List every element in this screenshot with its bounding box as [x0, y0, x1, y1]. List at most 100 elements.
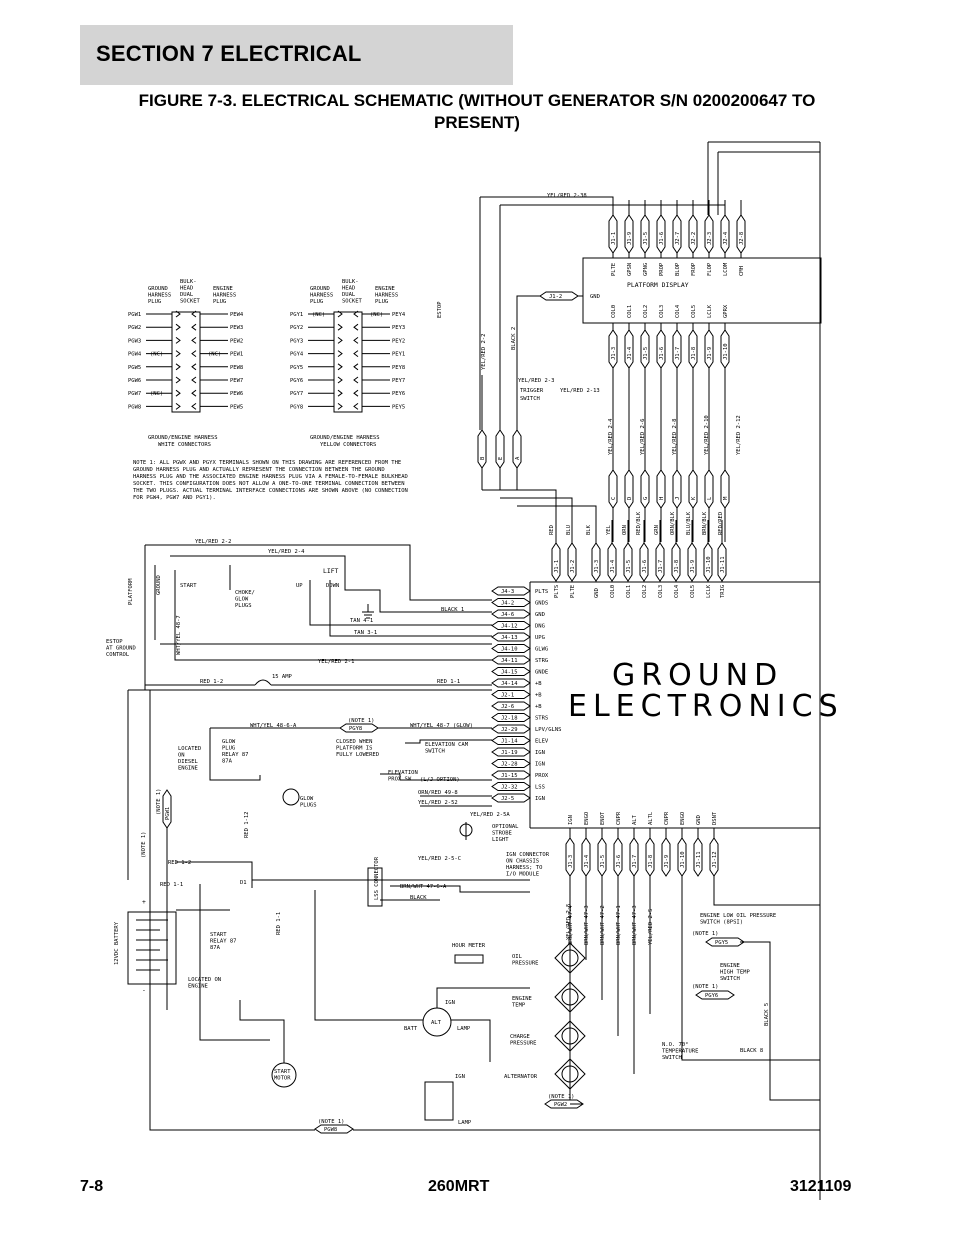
switch-label: ELEVATION — [388, 770, 418, 776]
electronics-bottom-pin — [693, 837, 703, 877]
electronics-signal: CNPR — [664, 811, 670, 825]
switch-label: PLATFORM IS — [336, 746, 372, 752]
note-line: NOTE 1: ALL PGWX AND PGYX TERMINALS SHOW… — [133, 460, 401, 466]
table-caption: GROUND/ENGINE HARNESS — [310, 435, 380, 441]
connector-label: J1-14 — [501, 739, 518, 745]
display-signal: COL1 — [627, 305, 633, 318]
wire — [713, 876, 820, 906]
wire-label: YEL/RED 2-12 — [736, 415, 742, 455]
connector-label: PGW8 — [324, 1127, 337, 1133]
harness-connector — [656, 469, 666, 509]
wire — [170, 555, 492, 613]
wire-color: ORN — [622, 525, 628, 535]
gauge-lamp — [554, 1058, 586, 1090]
electronics-left-pin — [491, 621, 531, 630]
electronics-signal: PLTS — [535, 589, 548, 595]
estop-label: CONTROL — [106, 652, 130, 658]
connector-label: H — [659, 497, 665, 500]
harness-connector — [495, 429, 505, 469]
figure-title-line-1: FIGURE 7-3. ELECTRICAL SCHEMATIC (WITHOU… — [138, 91, 816, 110]
electronics-signal: ENGO — [584, 812, 590, 825]
lss-connector — [367, 867, 383, 907]
harness-connector — [688, 469, 698, 509]
pin-socket — [175, 376, 197, 384]
wire — [329, 580, 492, 637]
wire — [681, 876, 820, 1061]
switch-label: N.O. 70° — [662, 1042, 689, 1048]
note-ref: (NOTE 1) — [692, 931, 719, 937]
connector-label: J1-6 — [616, 855, 622, 868]
wire-label: RED 1-2 — [200, 679, 223, 685]
table-header: BULK- — [180, 279, 197, 285]
wire-label: RED 1-2 — [168, 860, 191, 866]
electronics-signal: GND — [696, 815, 702, 825]
wire-label: YEL/RED 2-10 — [704, 415, 710, 455]
switch-label: SWITCH — [720, 976, 740, 982]
location-label: ENGINE — [188, 984, 208, 990]
wire-label: YEL/RED 2-5-C — [418, 856, 461, 862]
electronics-signal: IGN — [535, 762, 545, 768]
wire — [436, 987, 530, 1008]
note-line: GROUND HARNESS PLUG AND ACTUALLY REPRESE… — [133, 467, 385, 473]
connector-label: J2-18 — [501, 716, 518, 722]
switch-label: GROUND — [156, 575, 162, 595]
wire-label: BRN/WHT 47-2 — [600, 905, 606, 945]
connector-label: J1-10 — [706, 556, 712, 573]
electronics-signal: STRS — [535, 716, 548, 722]
display-title: PLATFORM DISPLAY — [627, 281, 689, 289]
table-header: HARNESS — [310, 293, 333, 299]
wire — [314, 890, 423, 1021]
table-header: HEAD — [180, 286, 193, 292]
connector-label: B — [480, 456, 486, 460]
display-signal: CMH — [739, 266, 745, 276]
electronics-signal: IGN — [568, 815, 574, 825]
ground-symbol — [362, 611, 374, 619]
electronics-left-pin — [491, 632, 531, 642]
electronics-signal: CNPR — [616, 811, 622, 825]
table-header: DUAL — [180, 292, 194, 298]
wire-label: BLACK 2 — [511, 327, 517, 350]
display-signal: FROP — [691, 262, 697, 276]
no-connection: (NC) — [208, 352, 221, 358]
display-signal: GPSN — [627, 263, 633, 276]
electronics-signal: +B — [535, 693, 542, 699]
electronics-signal: GNDS — [535, 601, 548, 607]
wire-label: YEL/RED 2-6 — [640, 419, 646, 455]
battery-positive: + — [142, 898, 146, 906]
table-header: SOCKET — [180, 299, 201, 305]
connector-note: ON CHASSIS — [506, 859, 539, 865]
display-signal: PLTE — [611, 263, 617, 276]
switch-label: UP — [296, 583, 303, 589]
electronics-left-pin — [491, 713, 531, 722]
device-label: GLOW — [300, 796, 314, 802]
electronics-left-pin — [491, 724, 531, 734]
wire-color: RED/RED — [718, 512, 724, 535]
connector-label: J1-5 — [626, 560, 632, 573]
switch-label: PLATFORM — [128, 578, 134, 605]
pin-left: PGW6 — [128, 378, 141, 384]
pin-left: PGY7 — [290, 391, 303, 397]
electronics-left-pin — [491, 736, 531, 745]
connector-label: J1-2 — [570, 560, 576, 573]
pin-right: PEW4 — [230, 312, 244, 318]
display-signal: PROP — [659, 262, 665, 276]
table-caption: WHITE CONNECTORS — [158, 442, 211, 448]
battery — [127, 911, 177, 985]
connector-label: PGY8 — [349, 726, 362, 732]
display-signal: COL5 — [691, 305, 697, 318]
pin-left: PGY2 — [290, 325, 303, 331]
switch-label: SWITCH (8PSI) — [700, 920, 743, 926]
wire — [309, 580, 492, 626]
connector-label: J1-6 — [642, 560, 648, 573]
wire-label: YEL/RED 2-5 — [566, 904, 572, 940]
electronics-left-pin — [491, 678, 531, 688]
table-header: HARNESS — [213, 293, 236, 299]
connector-label: J4-11 — [501, 658, 518, 664]
connector-label: J1-9 — [690, 560, 696, 573]
connector-label: J1-10 — [680, 851, 686, 868]
strobe-light — [459, 823, 473, 837]
connector-label: J4-13 — [501, 635, 518, 641]
note-ref: (NOTE 1) — [318, 1119, 345, 1125]
wire-label: BRN/WHT 47-4 — [568, 905, 574, 945]
